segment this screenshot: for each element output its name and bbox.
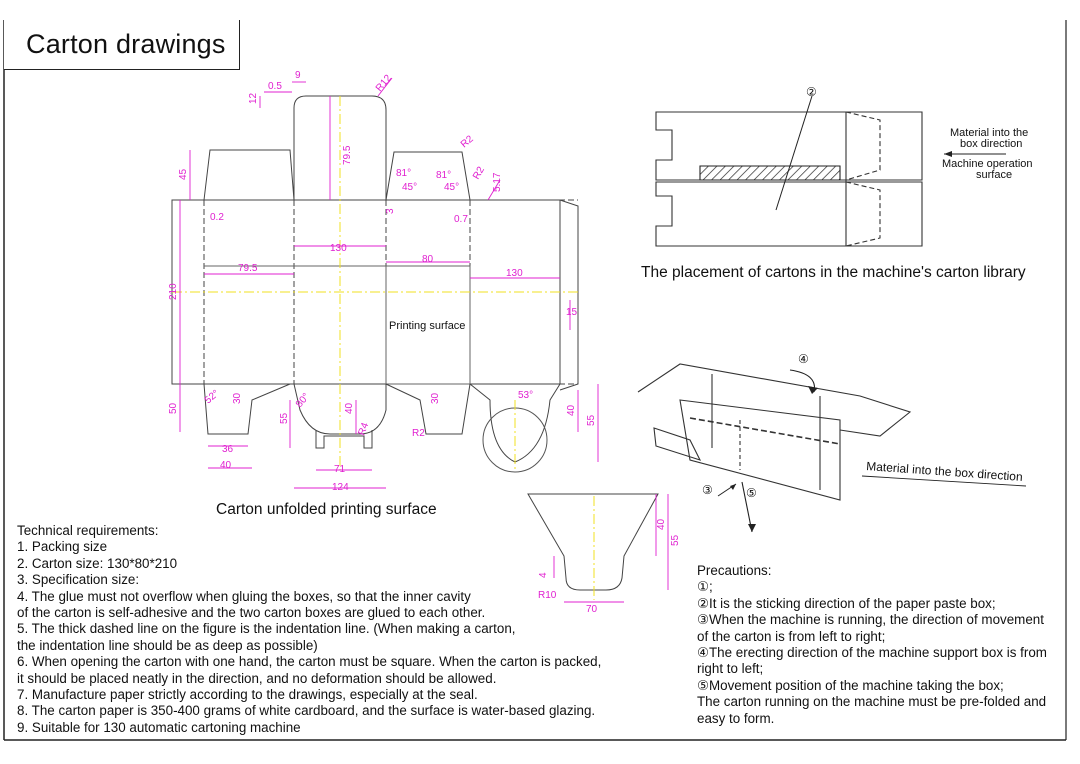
dim-53: 53° [518, 390, 533, 401]
dim-81-right: 81° [436, 170, 451, 181]
dim-3: 3 [385, 208, 396, 214]
dim-210: 210 [168, 283, 179, 300]
middle-dust-flap [385, 151, 471, 201]
dim-0-2: 0.2 [210, 212, 224, 223]
dim-r12: R12 [374, 72, 395, 93]
dim-30-b: 30 [430, 392, 441, 404]
marker-4: ④ [798, 352, 809, 366]
tech-line: Technical requirements: [17, 523, 159, 538]
bottom-flap-left [203, 383, 291, 435]
bottom-flap-mid [293, 383, 387, 435]
center-lines [172, 96, 578, 470]
tech-line: 4. The glue must not overflow when gluin… [17, 588, 471, 604]
dim-45-right: 45° [444, 182, 459, 193]
tuck-detail: 40 55 4 R10 70 [527, 493, 681, 615]
machine-figure [637, 363, 912, 533]
tech-line: 2. Carton size: 130*80*210 [17, 555, 178, 571]
bottom-flap-right [385, 383, 471, 435]
dim-130-right: 130 [506, 268, 523, 279]
detail-dim-4: 4 [538, 572, 549, 578]
precautions: Precautions: ①; ②It is the sticking dire… [697, 563, 1047, 727]
dim-0-5: 0.5 [268, 81, 282, 92]
dimension-lines [179, 77, 599, 489]
dim-9: 9 [295, 70, 301, 81]
dim-40-right: 40 [566, 404, 577, 416]
dim-r2-bottom: R2 [412, 428, 425, 439]
page-title: Carton drawings [26, 29, 226, 59]
unfolded-carton [171, 95, 579, 473]
precaution-line: ②It is the sticking direction of the pap… [697, 595, 996, 611]
machine-operation-a: Machine operation [942, 158, 1033, 170]
dim-80: 80 [422, 254, 434, 265]
marker-5: ⑤ [746, 486, 757, 500]
detail-dim-70: 70 [586, 604, 598, 615]
dimension-texts: 9 0.5 12 R12 79.5 R2 81° 45° 81° 45° R2 … [168, 70, 597, 493]
precaution-line: The carton running on the machine must b… [697, 694, 1047, 710]
tech-line: 3. Specification size: [17, 572, 140, 588]
tech-line: 5. The thick dashed line on the figure i… [17, 621, 516, 637]
dim-36: 36 [222, 444, 234, 455]
tech-line: the indentation line should be as deep a… [17, 637, 318, 653]
dim-130-top: 130 [330, 243, 347, 254]
precaution-line: of the carton is from left to right; [697, 628, 886, 644]
glue-flap [470, 199, 579, 391]
carton-library-figure [655, 95, 923, 247]
caption-placement: The placement of cartons in the machine'… [641, 264, 1026, 281]
dim-5-17: 5.17 [492, 172, 503, 192]
tech-line: 8. The carton paper is 350-400 grams of … [17, 703, 596, 719]
dim-40-mid: 40 [344, 402, 355, 414]
tech-line: of the carton is self-adhesive and the t… [17, 605, 486, 621]
dim-12: 12 [248, 92, 259, 104]
machine-operation-b: surface [976, 169, 1012, 181]
detail-dim-40: 40 [656, 518, 667, 530]
precaution-line: Precautions: [697, 563, 772, 578]
detail-dim-55: 55 [670, 534, 681, 546]
precaution-line: ④The erecting direction of the machine s… [697, 645, 1047, 661]
dim-r2-right: R2 [471, 165, 487, 182]
precaution-line: ①; [697, 579, 713, 595]
dim-124: 124 [332, 482, 349, 493]
material-into-box-bottom: Material into the box direction [866, 459, 1023, 484]
tech-line: 7. Manufacture paper strictly according … [17, 687, 478, 703]
title-box: Carton drawings [4, 20, 240, 70]
dim-71: 71 [334, 464, 346, 475]
material-into-box-a: Material into the [950, 127, 1028, 139]
tech-line: 6. When opening the carton with one hand… [17, 654, 602, 670]
dim-0-7: 0.7 [454, 214, 468, 225]
precaution-line: ③When the machine is running, the direct… [697, 612, 1044, 628]
dim-r2-top: R2 [459, 133, 476, 150]
precaution-line: ⑤Movement position of the machine taking… [697, 677, 1004, 693]
dim-45-left: 45° [402, 182, 417, 193]
technical-requirements: Technical requirements: 1. Packing size … [17, 523, 601, 736]
dim-81-left: 81° [396, 168, 411, 179]
dim-30-a: 30 [232, 392, 243, 404]
dim-15: 15 [566, 307, 578, 318]
tech-line: 1. Packing size [17, 539, 108, 555]
precaution-line: right to left; [697, 661, 764, 677]
dim-55-left: 55 [279, 412, 290, 424]
caption-unfolded: Carton unfolded printing surface [216, 501, 437, 518]
dim-r4: R4 [356, 421, 371, 437]
marker-2: ② [806, 85, 817, 99]
marker-3: ③ [702, 483, 713, 497]
material-into-box-b: box direction [960, 138, 1022, 150]
left-dust-flap [203, 149, 295, 201]
precaution-line: easy to form. [697, 710, 775, 726]
top-tuck-flap [293, 95, 387, 200]
dim-50: 50 [168, 402, 179, 414]
detail-dim-r10: R10 [538, 590, 557, 601]
dim-45: 45 [178, 168, 189, 180]
dim-79-5-mid: 79.5 [238, 263, 258, 274]
tech-line: 9. Suitable for 130 automatic cartoning … [17, 719, 301, 735]
tech-line: it should be placed neatly in the direct… [17, 670, 497, 686]
printing-surface-label: Printing surface [389, 320, 465, 332]
dim-79-5-top: 79.5 [342, 145, 353, 165]
dim-55-right: 55 [586, 414, 597, 426]
dim-40-bottom: 40 [220, 460, 232, 471]
direction-labels: Material into the box direction Machine … [942, 127, 1033, 181]
